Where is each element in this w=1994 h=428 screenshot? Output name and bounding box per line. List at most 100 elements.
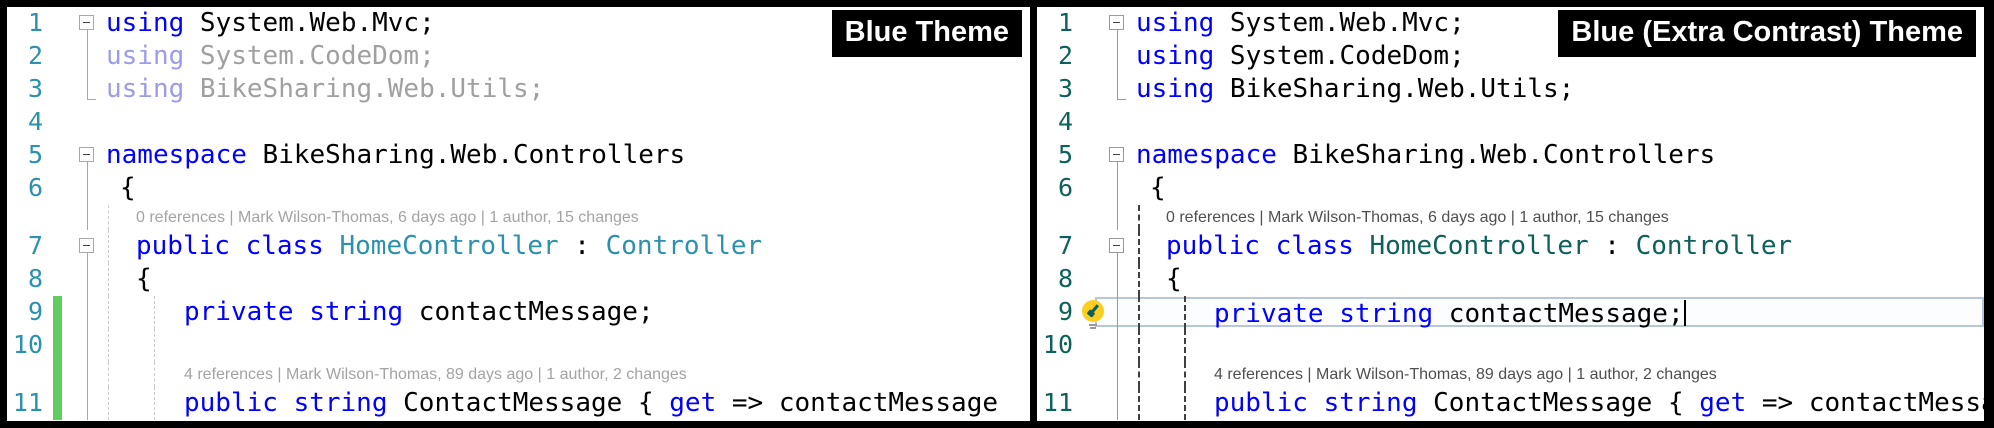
code-text-area[interactable]: namespace BikeSharing.Web.Controllers (1130, 139, 1984, 172)
code-token: { (136, 264, 152, 294)
glyph-margin (50, 296, 76, 329)
codelens-row: 0 references | Mark Wilson-Thomas, 6 day… (7, 205, 1030, 230)
indent-guide (1184, 387, 1186, 420)
folding-margin (76, 362, 100, 387)
glyph-margin (50, 172, 76, 205)
code-line-2: 2 using System.CodeDom; (7, 40, 1030, 73)
code-line-9: 9 private string contactMessage; (1037, 296, 1984, 329)
code-line-8: 8{ (1037, 263, 1984, 296)
code-text-area[interactable]: { (1130, 172, 1984, 205)
code-text-area[interactable] (100, 329, 1030, 362)
code-line-6: 6{ (1037, 172, 1984, 205)
glyph-margin (50, 230, 76, 263)
folding-margin (76, 329, 100, 362)
indent-guide (108, 230, 109, 263)
fold-region-line (1117, 40, 1118, 73)
code-token: ContactMessage { (1417, 388, 1700, 418)
change-tracking-bar (53, 329, 62, 362)
code-text-area[interactable]: { (1130, 263, 1984, 296)
code-token: BikeSharing.Web.Controllers (1276, 140, 1716, 170)
codelens-info[interactable]: 4 references | Mark Wilson-Thomas, 89 da… (1214, 366, 1717, 383)
fold-collapse-button[interactable] (1109, 238, 1124, 253)
code-text-area[interactable] (1130, 106, 1984, 139)
code-text-area[interactable]: public string ContactMessage { get => co… (1130, 387, 1984, 420)
code-token: : (558, 231, 606, 261)
glyph-margin (1080, 7, 1106, 40)
code-token: public string (1214, 388, 1418, 418)
code-token: System.Web.Mvc; (1214, 8, 1465, 38)
codelens-row: 4 references | Mark Wilson-Thomas, 89 da… (1037, 362, 1984, 387)
code-text-area[interactable]: public class HomeController : Controller (1130, 230, 1984, 263)
code-token: => contactMessage (1761, 388, 1984, 418)
code-token: get (1699, 388, 1747, 418)
code-text-area[interactable]: private string contactMessage; (100, 296, 1030, 329)
codelens-info[interactable]: 0 references | Mark Wilson-Thomas, 6 day… (1166, 209, 1669, 226)
code-text-area[interactable]: { (100, 263, 1030, 296)
code-text-area[interactable]: using System.CodeDom; (1130, 40, 1984, 73)
code-text-area[interactable]: using System.Web.Mvc; (100, 7, 1030, 40)
code-text-area[interactable]: using BikeSharing.Web.Utils; (1130, 73, 1984, 106)
line-number: 9 (1057, 297, 1073, 326)
line-number: 6 (1057, 173, 1073, 202)
code-text-area[interactable]: public class HomeController : Controller (100, 230, 1030, 263)
code-text-area[interactable]: namespace BikeSharing.Web.Controllers (100, 139, 1030, 172)
quick-actions-lightbulb-icon[interactable] (1080, 299, 1106, 333)
codelens-text-area: 0 references | Mark Wilson-Thomas, 6 day… (100, 205, 1030, 230)
change-tracking-bar (53, 362, 62, 387)
code-text-area[interactable] (1130, 329, 1984, 362)
code-token: { (120, 173, 136, 203)
code-token: using (1136, 8, 1215, 38)
line-number: 2 (27, 41, 43, 70)
glyph-margin (1080, 73, 1106, 106)
folding-margin (1106, 230, 1130, 263)
glyph-margin (50, 362, 76, 387)
indent-guide (154, 296, 155, 329)
change-tracking-bar (53, 296, 62, 329)
code-text-area[interactable] (100, 106, 1030, 139)
code-token: HomeController (1369, 231, 1589, 261)
glyph-margin (1080, 296, 1106, 329)
glyph-margin (50, 139, 76, 172)
code-text-area[interactable]: private string contactMessage; (1130, 296, 1984, 329)
folding-margin (76, 296, 100, 329)
theme-label-badge: Blue (Extra Contrast) Theme (1558, 10, 1976, 57)
code-token: Controller (1635, 231, 1793, 261)
code-token: using (1136, 74, 1215, 104)
fold-region-line (1117, 205, 1118, 230)
fold-region-line (1117, 172, 1118, 205)
code-line-4: 4 (1037, 106, 1984, 139)
glyph-margin (50, 40, 76, 73)
theme-label-badge: Blue Theme (831, 10, 1022, 57)
fold-collapse-button[interactable] (1109, 147, 1124, 162)
indent-guide (1184, 362, 1186, 387)
code-text-area[interactable]: { (100, 172, 1030, 205)
folding-margin (1106, 329, 1130, 362)
code-text-area[interactable]: using System.Web.Mvc; (1130, 7, 1984, 40)
codelens-info[interactable]: 4 references | Mark Wilson-Thomas, 89 da… (184, 366, 687, 383)
fold-collapse-button[interactable] (79, 147, 94, 162)
indent-guide (1184, 296, 1186, 329)
folding-margin (76, 172, 100, 205)
folding-margin (1106, 40, 1130, 73)
line-number: 8 (27, 264, 43, 293)
code-token: System.Web.Mvc; (184, 8, 435, 38)
line-number: 5 (1057, 140, 1073, 169)
line-number: 11 (12, 388, 43, 417)
code-line-4: 4 (7, 106, 1030, 139)
folding-margin (76, 73, 100, 106)
code-token: => contactMessage (716, 388, 998, 418)
code-text-area[interactable]: public string ContactMessage { get => co… (100, 387, 1030, 420)
fold-collapse-button[interactable] (79, 238, 94, 253)
fold-collapse-button[interactable] (1109, 15, 1124, 30)
fold-collapse-button[interactable] (79, 15, 94, 30)
codelens-info[interactable]: 0 references | Mark Wilson-Thomas, 6 day… (136, 209, 639, 226)
code-text-area[interactable]: using System.CodeDom; (100, 40, 1030, 73)
fold-region-line (1117, 362, 1118, 387)
line-number: 1 (1057, 8, 1073, 37)
code-text-area[interactable]: using BikeSharing.Web.Utils; (100, 73, 1030, 106)
